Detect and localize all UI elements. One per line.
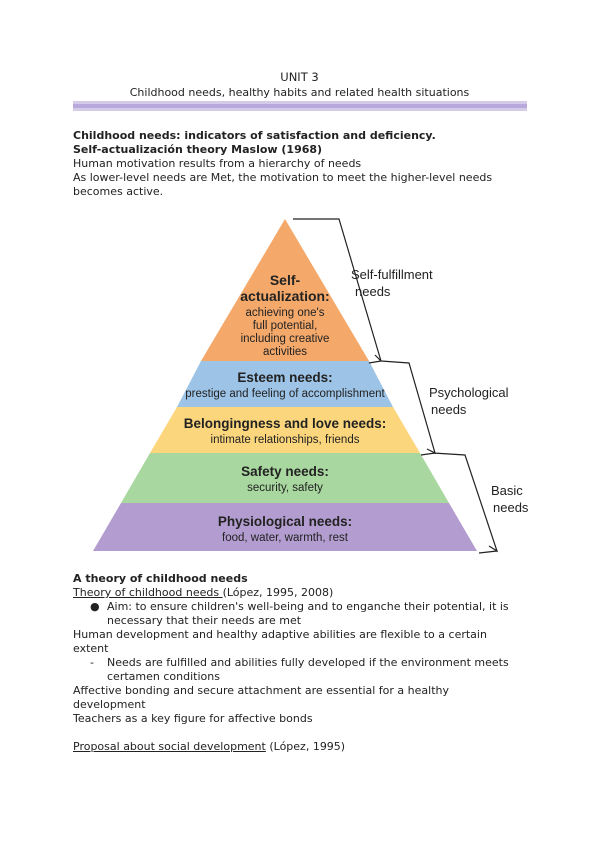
brace-basic bbox=[432, 452, 499, 554]
theory-citation: (López, 1995, 2008) bbox=[222, 586, 334, 599]
safety-desc: security, safety bbox=[247, 482, 323, 494]
theory-heading-maslow: Self-actualización theory Maslow (1968) bbox=[73, 143, 323, 156]
self-title-2: actualization: bbox=[240, 288, 329, 304]
intro-line-2a: As lower-level needs are Met, the motiva… bbox=[73, 171, 493, 184]
intro-line-1: Human motivation results from a hierarch… bbox=[73, 157, 362, 170]
brace-psychological bbox=[380, 360, 436, 456]
section-heading-childhood-needs: Childhood needs: indicators of satisfact… bbox=[73, 129, 436, 142]
physio-title: Physiological needs: bbox=[218, 514, 352, 529]
theory-link[interactable]: Theory of childhood needs bbox=[73, 586, 223, 599]
self-desc-4: activities bbox=[263, 346, 307, 358]
brace-label-psychological-1: Psychological bbox=[429, 385, 509, 400]
brace-label-psychological-2: needs bbox=[431, 402, 467, 417]
proposal-line: Proposal about social development (López… bbox=[73, 740, 345, 754]
esteem-desc: prestige and feeling of accomplishment bbox=[185, 388, 385, 400]
bullet-1-line-a: Aim: to ensure children's well-being and… bbox=[107, 600, 509, 613]
pyramid-level-physiological bbox=[93, 503, 477, 551]
intro-line-2b: becomes active. bbox=[73, 185, 164, 198]
bullet-1-line-b: necessary that their needs are met bbox=[107, 614, 302, 627]
bullet-dot: ● bbox=[90, 600, 100, 613]
love-title: Belongingness and love needs: bbox=[184, 416, 387, 431]
brace-label-self-fulfillment-1: Self-fulfillment bbox=[351, 267, 433, 282]
brace-self-fulfillment bbox=[293, 218, 382, 364]
bonding-line-b: development bbox=[73, 698, 146, 711]
self-desc-3: including creative bbox=[241, 333, 330, 345]
brace-label-basic-2: needs bbox=[493, 500, 529, 515]
dash-1-line-b: certamen conditions bbox=[107, 670, 220, 683]
self-desc-2: full potential, bbox=[253, 320, 318, 332]
pyramid-level-love bbox=[150, 407, 420, 453]
section-heading-theory-childhood: A theory of childhood needs bbox=[73, 572, 248, 585]
proposal-citation: (López, 1995) bbox=[265, 740, 346, 753]
bonding-line-a: Affective bonding and secure attachment … bbox=[73, 684, 449, 697]
pyramid-level-self-actualization bbox=[201, 219, 369, 361]
header-divider-bar bbox=[73, 101, 527, 111]
dash-marker: - bbox=[90, 656, 94, 669]
dash-1-line-a: Needs are fulfilled and abilities fully … bbox=[107, 656, 509, 669]
pyramid-level-safety bbox=[121, 453, 449, 503]
maslow-pyramid-diagram: Self- actualization: achieving one's ful… bbox=[93, 218, 529, 554]
unit-title: UNIT 3 bbox=[280, 70, 319, 84]
safety-title: Safety needs: bbox=[241, 464, 329, 479]
brace-label-basic-1: Basic bbox=[491, 483, 523, 498]
self-title-1: Self- bbox=[270, 272, 301, 288]
brace-label-self-fulfillment-2: needs bbox=[355, 284, 391, 299]
pyramid-level-esteem bbox=[177, 361, 393, 407]
development-line-b: extent bbox=[73, 642, 109, 655]
theory-line: Theory of childhood needs (López, 1995, … bbox=[73, 586, 333, 600]
love-desc: intimate relationships, friends bbox=[211, 434, 360, 446]
proposal-link[interactable]: Proposal about social development bbox=[73, 740, 266, 753]
self-desc-1: achieving one's bbox=[246, 307, 325, 319]
physio-desc: food, water, warmth, rest bbox=[222, 532, 349, 544]
unit-subtitle: Childhood needs, healthy habits and rela… bbox=[129, 86, 470, 99]
esteem-title: Esteem needs: bbox=[237, 370, 332, 385]
development-line-a: Human development and healthy adaptive a… bbox=[73, 628, 487, 641]
teachers-line: Teachers as a key figure for affective b… bbox=[73, 712, 313, 725]
